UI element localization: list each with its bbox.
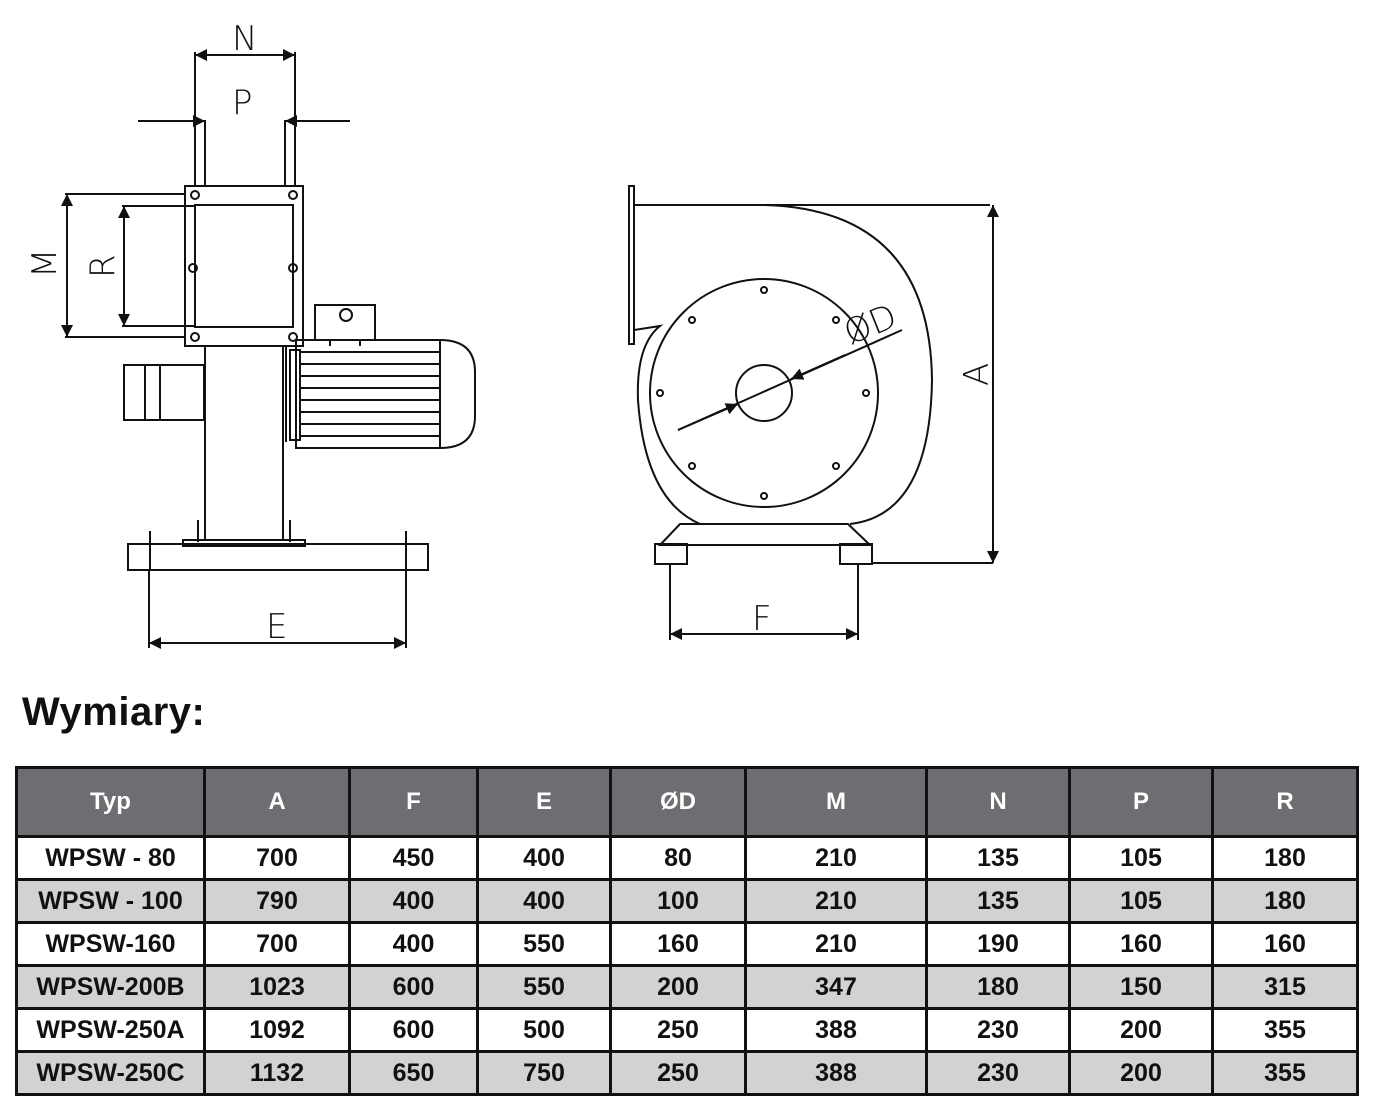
cell-a: 1023 (203, 964, 351, 1010)
cell-r: 180 (1211, 835, 1359, 881)
cell-m: 347 (744, 964, 928, 1010)
cell-e: 400 (476, 835, 612, 881)
header-m: M (744, 766, 928, 838)
cell-typ: WPSW-250A (15, 1007, 206, 1053)
header-p: P (1068, 766, 1214, 838)
table-row: WPSW - 100 790 400 400 100 210 135 105 1… (15, 878, 1359, 924)
cell-f: 650 (348, 1050, 479, 1096)
cell-p: 200 (1068, 1050, 1214, 1096)
cell-e: 550 (476, 921, 612, 967)
cell-m: 210 (744, 921, 928, 967)
cell-d: 160 (609, 921, 747, 967)
label-p: P (232, 83, 253, 123)
label-d: ØD (838, 296, 902, 353)
header-d: ØD (609, 766, 747, 838)
label-m: M (25, 249, 65, 278)
cell-m: 388 (744, 1007, 928, 1053)
cell-typ: WPSW-160 (15, 921, 206, 967)
cell-typ: WPSW-200B (15, 964, 206, 1010)
cell-n: 135 (925, 878, 1071, 924)
cell-r: 160 (1211, 921, 1359, 967)
cell-m: 388 (744, 1050, 928, 1096)
cell-p: 105 (1068, 878, 1214, 924)
cell-d: 250 (609, 1050, 747, 1096)
side-view (61, 49, 476, 649)
cell-r: 355 (1211, 1007, 1359, 1053)
cell-m: 210 (744, 835, 928, 881)
cell-a: 1132 (203, 1050, 351, 1096)
cell-n: 135 (925, 835, 1071, 881)
cell-n: 230 (925, 1007, 1071, 1053)
cell-f: 400 (348, 878, 479, 924)
dimensions-table: Typ A F E ØD M N P R WPSW - 80 700 450 4… (15, 766, 1359, 1096)
label-r: R (83, 254, 123, 278)
cell-a: 700 (203, 921, 351, 967)
front-view (628, 185, 999, 640)
cell-a: 1092 (203, 1007, 351, 1053)
table-row: WPSW-250A 1092 600 500 250 388 230 200 3… (15, 1007, 1359, 1053)
label-e: E (266, 607, 287, 647)
table-row: WPSW-250C 1132 650 750 250 388 230 200 3… (15, 1050, 1359, 1096)
cell-a: 790 (203, 878, 351, 924)
section-title: Wymiary: (22, 690, 206, 734)
cell-m: 210 (744, 878, 928, 924)
label-f: F (752, 599, 772, 639)
table-row: WPSW-200B 1023 600 550 200 347 180 150 3… (15, 964, 1359, 1010)
cell-a: 700 (203, 835, 351, 881)
cell-p: 150 (1068, 964, 1214, 1010)
cell-d: 250 (609, 1007, 747, 1053)
cell-p: 160 (1068, 921, 1214, 967)
cell-typ: WPSW-250C (15, 1050, 206, 1096)
label-n: N (232, 19, 257, 59)
header-r: R (1211, 766, 1359, 838)
cell-d: 80 (609, 835, 747, 881)
header-n: N (925, 766, 1071, 838)
header-e: E (476, 766, 612, 838)
header-typ: Typ (15, 766, 206, 838)
header-f: F (348, 766, 479, 838)
cell-e: 550 (476, 964, 612, 1010)
cell-typ: WPSW - 100 (15, 878, 206, 924)
cell-f: 400 (348, 921, 479, 967)
cell-n: 230 (925, 1050, 1071, 1096)
cell-p: 105 (1068, 835, 1214, 881)
table-row: WPSW - 80 700 450 400 80 210 135 105 180 (15, 835, 1359, 881)
cell-e: 750 (476, 1050, 612, 1096)
cell-typ: WPSW - 80 (15, 835, 206, 881)
cell-r: 355 (1211, 1050, 1359, 1096)
header-a: A (203, 766, 351, 838)
cell-n: 190 (925, 921, 1071, 967)
cell-p: 200 (1068, 1007, 1214, 1053)
cell-d: 100 (609, 878, 747, 924)
cell-e: 400 (476, 878, 612, 924)
header-row: Typ A F E ØD M N P R (15, 766, 1359, 838)
cell-f: 600 (348, 964, 479, 1010)
cell-f: 600 (348, 1007, 479, 1053)
cell-d: 200 (609, 964, 747, 1010)
cell-e: 500 (476, 1007, 612, 1053)
table-row: WPSW-160 700 400 550 160 210 190 160 160 (15, 921, 1359, 967)
label-a: A (957, 363, 997, 386)
technical-drawing: N P M R E ØD A (25, 19, 999, 649)
cell-r: 180 (1211, 878, 1359, 924)
cell-f: 450 (348, 835, 479, 881)
cell-r: 315 (1211, 964, 1359, 1010)
cell-n: 180 (925, 964, 1071, 1010)
